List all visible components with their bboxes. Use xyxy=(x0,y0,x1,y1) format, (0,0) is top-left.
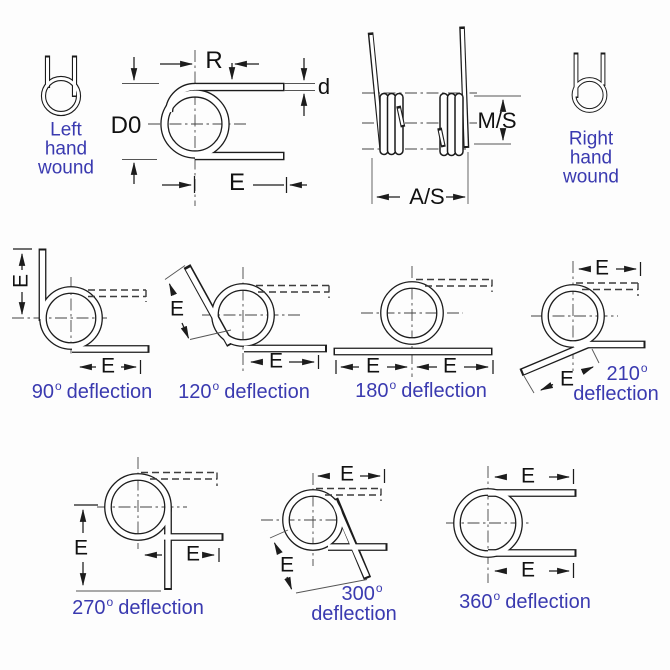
deflection-label-300-angle: 300o xyxy=(341,581,383,605)
left-wound-icon xyxy=(40,55,82,117)
deflection-word: deflection xyxy=(224,381,310,403)
deflection-angle: 360 xyxy=(459,591,493,613)
dim-label-as: A/S xyxy=(409,184,445,209)
deflection-label-360: 360o deflection xyxy=(459,589,591,613)
deflection-label-90: 90o deflection xyxy=(31,379,153,403)
left-wound-line2: hand xyxy=(44,138,88,160)
front-view-figure xyxy=(122,50,315,206)
left-wound-label: Left hand wound xyxy=(38,121,94,178)
dim-label-ms: M/S xyxy=(477,108,517,133)
dim-label-d0: D0 xyxy=(110,112,142,139)
dim-label-e-210-top: E xyxy=(594,256,610,280)
right-wound-line2: hand xyxy=(569,147,613,169)
dim-label-e-90-left: E xyxy=(9,273,33,289)
deflection-120-figure xyxy=(164,264,330,371)
degree-symbol: o xyxy=(640,361,648,376)
deflection-angle: 90 xyxy=(31,381,54,403)
dim-label-e-360-bottom: E xyxy=(520,558,536,582)
dim-label-e-270-right: E xyxy=(185,542,201,566)
degree-symbol: o xyxy=(54,379,62,394)
dim-label-e-180-left: E xyxy=(365,354,381,378)
dim-label-e-360-top: E xyxy=(520,464,536,488)
right-wound-line1: Right xyxy=(568,128,614,150)
deflection-word: deflection xyxy=(66,381,153,403)
deflection-180-figure xyxy=(333,266,494,377)
deflection-angle: 300 xyxy=(341,583,375,605)
degree-symbol: o xyxy=(212,379,220,394)
dim-label-e-270-left: E xyxy=(73,536,89,560)
left-wound-line1: Left xyxy=(50,119,82,141)
deflection-label-270: 270o deflection xyxy=(72,595,204,619)
dim-label-e-120-slant: E xyxy=(169,297,185,321)
deflection-angle: 270 xyxy=(72,597,106,619)
deflection-angle: 210 xyxy=(606,363,640,385)
right-wound-icon xyxy=(571,52,608,113)
degree-symbol: o xyxy=(493,589,501,604)
deflection-360-figure xyxy=(446,466,577,583)
dim-label-e-front: E xyxy=(228,169,246,196)
left-wound-line3: wound xyxy=(38,157,94,179)
deflection-label-210-word: deflection xyxy=(573,383,659,405)
dim-label-d: d xyxy=(317,74,331,99)
deflection-270-figure xyxy=(74,457,224,592)
deflection-word: deflection xyxy=(118,597,204,619)
deflection-210-figure xyxy=(519,261,646,394)
deflection-angle: 120 xyxy=(178,381,212,403)
deflection-label-120: 120o deflection xyxy=(178,379,310,403)
degree-symbol: o xyxy=(389,378,397,393)
deflection-word: deflection xyxy=(401,380,487,402)
deflection-label-300-word: deflection xyxy=(311,603,397,625)
deflection-label-180: 180o deflection xyxy=(355,378,487,402)
dim-label-e-90-bottom: E xyxy=(100,354,116,378)
deflection-angle: 180 xyxy=(355,380,389,402)
degree-symbol: o xyxy=(375,581,383,596)
dim-label-e-300-top: E xyxy=(339,462,355,486)
deflection-90-figure xyxy=(12,248,150,374)
degree-symbol: o xyxy=(106,595,114,610)
dim-label-r: R xyxy=(205,47,223,74)
deflection-300-figure xyxy=(261,469,388,594)
dim-label-e-300-slant: E xyxy=(279,553,295,577)
right-wound-line3: wound xyxy=(563,166,619,188)
dim-label-e-120-bottom: E xyxy=(268,349,284,373)
side-view-figure xyxy=(362,26,521,204)
right-wound-label: Right hand wound xyxy=(563,130,619,187)
deflection-word: deflection xyxy=(505,591,591,613)
dim-label-e-210-slant: E xyxy=(559,367,575,391)
dim-label-e-180-right: E xyxy=(442,354,458,378)
deflection-label-210-angle: 210o xyxy=(606,361,648,385)
